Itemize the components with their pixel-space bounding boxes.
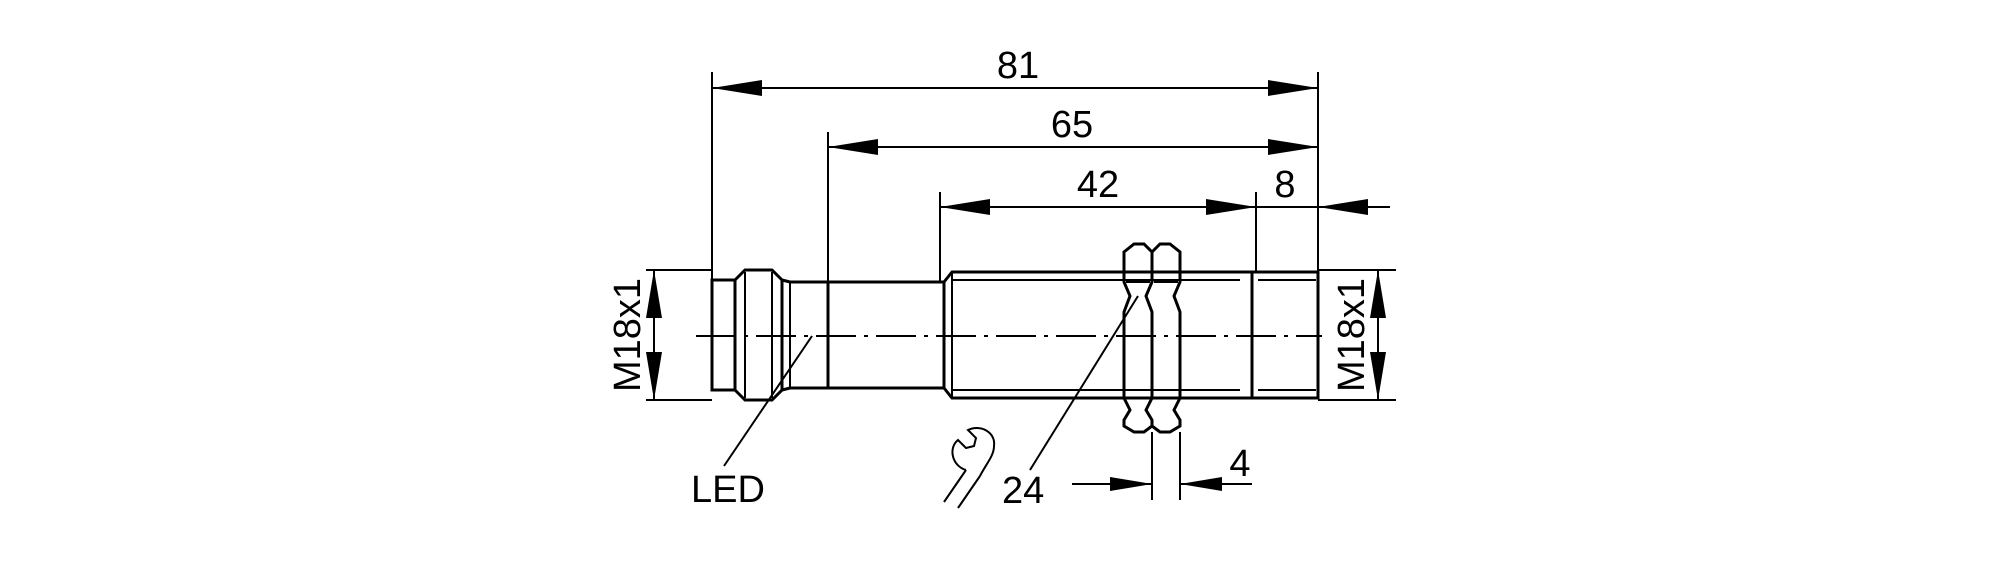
dimension-42: 42	[940, 164, 1256, 215]
dimension-thread-left: M18x1	[607, 270, 662, 400]
thread-left-label: M18x1	[607, 278, 649, 392]
dim-overall-length-label: 81	[997, 45, 1039, 87]
dimension-4: 4	[1072, 443, 1252, 491]
dim-nut-width-label: 4	[1229, 443, 1250, 485]
wrench-callout: 24	[943, 295, 1139, 512]
dimension-8: 8	[1256, 164, 1390, 215]
wrench-size-label: 24	[1002, 470, 1044, 512]
extension-lines	[646, 72, 1396, 500]
hex-nuts	[1122, 242, 1182, 434]
dim-sensing-face-label: 8	[1274, 164, 1295, 206]
wrench-icon	[943, 427, 996, 509]
dimension-81: 81	[712, 45, 1318, 96]
dimension-thread-right: M18x1	[1331, 270, 1386, 400]
dim-thread-length-label: 42	[1077, 164, 1119, 206]
led-callout: LED	[691, 335, 813, 511]
dimension-65: 65	[828, 104, 1318, 155]
thread-right-label: M18x1	[1331, 278, 1373, 392]
dim-housing-length-label: 65	[1051, 104, 1093, 146]
led-label: LED	[691, 469, 765, 511]
